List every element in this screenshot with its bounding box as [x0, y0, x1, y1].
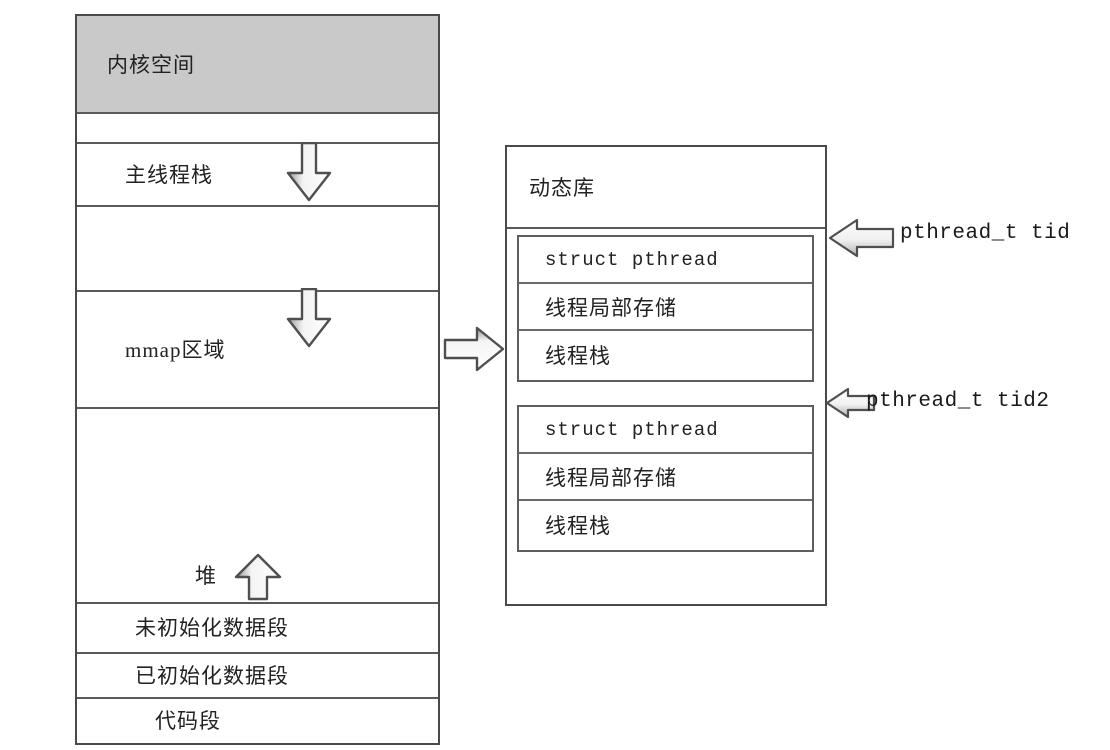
- divider-kernel-bottom: [77, 112, 438, 114]
- library-title-label: 动态库: [529, 176, 595, 200]
- dynamic-library-box: 动态库 struct pthread 线程局部存储 线程栈 struct pth…: [505, 145, 827, 606]
- memory-row-label-heap: 堆: [195, 564, 217, 588]
- thread-2-label-tls: 线程局部存储: [545, 465, 677, 490]
- memory-row-label-data-segment: 已初始化数据段: [135, 663, 289, 688]
- divider-gap2-bottom: [77, 290, 438, 292]
- divider-mmap-bottom: [77, 407, 438, 409]
- left-arrow-tid2-pointer: [824, 387, 876, 419]
- memory-row-label-text-segment: 代码段: [155, 709, 221, 733]
- thread-2-row-tls: 线程局部存储: [519, 454, 812, 501]
- thread-2-label-struct-pthread: struct pthread: [545, 418, 719, 441]
- callout-pthread-tid2-label: pthread_t tid2: [866, 390, 1050, 413]
- down-arrow-mmap-grow: [286, 287, 332, 348]
- callout-pthread-tid-label: pthread_t tid: [900, 222, 1071, 245]
- thread-2-row-thread-stack: 线程栈: [519, 501, 812, 548]
- thread-1-row-tls: 线程局部存储: [519, 284, 812, 331]
- right-arrow-mmap-to-library: [443, 325, 505, 373]
- memory-row-mmap-region: mmap区域: [77, 290, 438, 407]
- thread-block-2: struct pthread 线程局部存储 线程栈: [517, 405, 814, 552]
- memory-row-label-mmap-region: mmap区域: [125, 337, 226, 362]
- thread-block-1: struct pthread 线程局部存储 线程栈: [517, 235, 814, 382]
- memory-row-bss-segment: 未初始化数据段: [77, 602, 438, 652]
- memory-row-kernel-space: 内核空间: [77, 16, 438, 112]
- callout-pthread-tid2: pthread_t tid2: [866, 390, 1049, 413]
- process-address-space: 内核空间 主线程栈 mmap区域 堆 未初始化数据: [75, 14, 440, 745]
- memory-row-text-segment: 代码段: [77, 697, 438, 743]
- divider-data-bottom: [77, 697, 438, 699]
- thread-1-label-struct-pthread: struct pthread: [545, 248, 719, 271]
- up-arrow-heap-grow: [233, 553, 283, 601]
- thread-1-row-struct-pthread: struct pthread: [519, 237, 812, 284]
- memory-row-heap: 堆: [77, 407, 438, 602]
- memory-row-label-main-thread-stack: 主线程栈: [125, 162, 213, 187]
- memory-row-gap-1: [77, 112, 438, 142]
- thread-1-row-thread-stack: 线程栈: [519, 331, 812, 378]
- divider-heap-bottom: [77, 602, 438, 604]
- thread-1-label-thread-stack: 线程栈: [545, 343, 611, 368]
- thread-1-label-tls: 线程局部存储: [545, 295, 677, 320]
- divider-bss-bottom: [77, 652, 438, 654]
- callout-pthread-tid: pthread_t tid: [900, 222, 1070, 245]
- memory-row-gap-2: [77, 205, 438, 290]
- divider-stack-bottom: [77, 205, 438, 207]
- left-arrow-tid-pointer: [827, 218, 895, 258]
- down-arrow-stack-grow: [286, 141, 332, 202]
- memory-row-label-bss-segment: 未初始化数据段: [135, 616, 289, 640]
- memory-row-main-thread-stack: 主线程栈: [77, 142, 438, 205]
- thread-2-label-thread-stack: 线程栈: [545, 513, 611, 538]
- library-title-row: 动态库: [507, 147, 825, 229]
- memory-row-data-segment: 已初始化数据段: [77, 652, 438, 697]
- thread-2-row-struct-pthread: struct pthread: [519, 407, 812, 454]
- memory-row-label-kernel-space: 内核空间: [107, 53, 195, 77]
- divider-gap1-bottom: [77, 142, 438, 144]
